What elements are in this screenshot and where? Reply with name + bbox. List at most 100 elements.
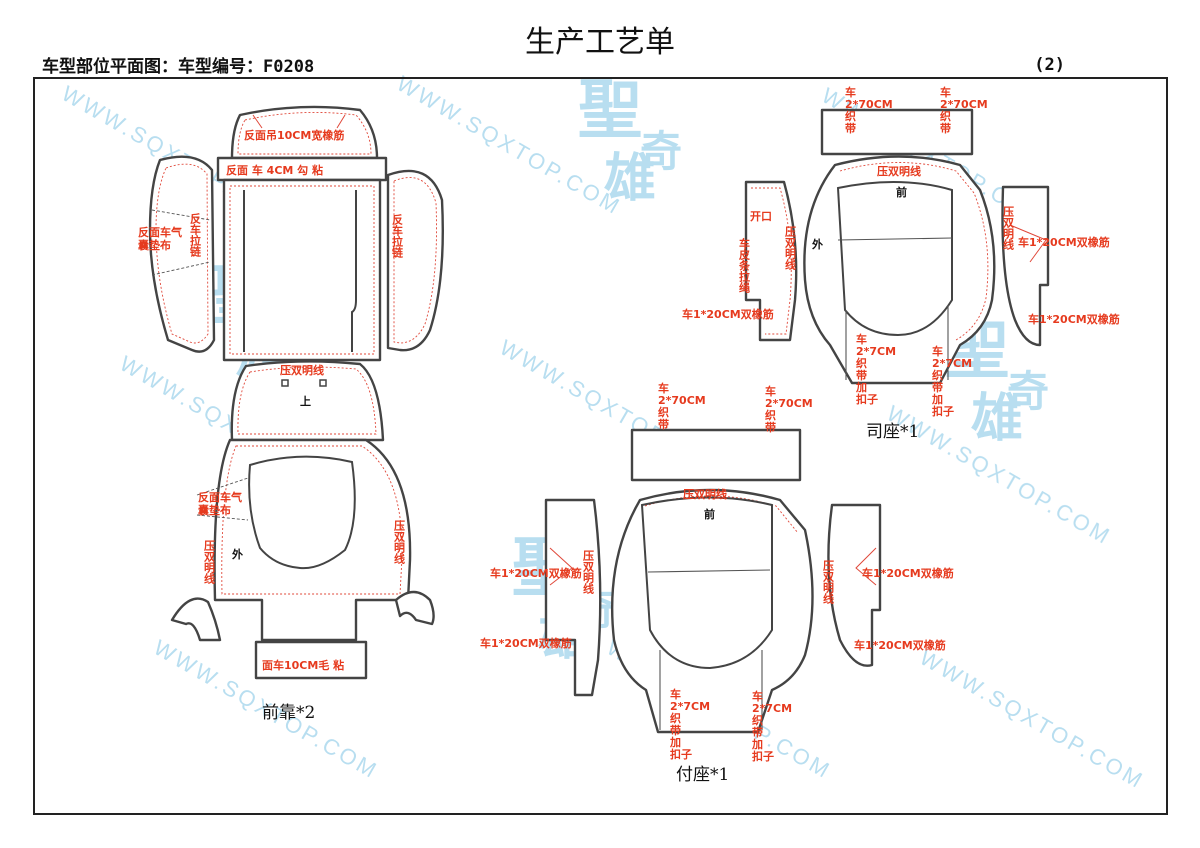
- label-body-front: 前: [704, 507, 715, 521]
- label-right-wing-zip: 反车拉链: [391, 213, 404, 259]
- document-title: 生产工艺单: [525, 25, 675, 60]
- label-left-elastic: 车1*20CM双橡筋: [682, 307, 774, 321]
- document-subtitle: 车型部位平面图：车型编号：F0208: [42, 56, 314, 77]
- top-cap-piece: [230, 105, 379, 160]
- airbag-guide: [196, 477, 249, 521]
- label-strap-left: 车: [658, 381, 669, 395]
- passenger-right-side-piece: [827, 503, 882, 667]
- label-bottom-right: 2*7CM: [752, 702, 792, 715]
- label-right-topstitch: 压双明线: [1002, 205, 1015, 251]
- logo-char: 雄: [971, 388, 1023, 449]
- driver-seat-pattern: [744, 108, 1050, 385]
- label-outer: 外: [811, 237, 823, 251]
- label-lower-left-topstitch: 压双明线: [203, 539, 216, 585]
- label-bottom-right: 带: [932, 380, 943, 394]
- seam-line: [393, 177, 437, 344]
- label-top-cap: 反面吊10CM宽橡筋: [244, 128, 344, 142]
- label-strap-right: 织: [940, 109, 951, 123]
- watermark-text: WWW.SQXTOP.COM: [916, 645, 1149, 794]
- back-panel-piece: [222, 178, 382, 362]
- elastic-mark: [252, 114, 346, 129]
- label-bottom-left: 车: [856, 332, 867, 346]
- logo-char: 奇: [1007, 367, 1049, 416]
- snap-mark: [319, 379, 327, 387]
- label-bottom-left: 带: [670, 723, 681, 737]
- strap-piece: [630, 428, 802, 482]
- label-strap-right: 带: [940, 121, 951, 135]
- label-strap-left: 织: [845, 109, 856, 123]
- right-hook-piece: [394, 590, 435, 626]
- label-bottom-left: 2*7CM: [670, 700, 710, 713]
- label-bottom-left: 加: [855, 380, 867, 394]
- seam-line: [751, 187, 792, 335]
- driver-lower-line: [845, 305, 949, 380]
- label-bottom-right: 加: [931, 392, 943, 406]
- label-bottom-left: 车: [670, 687, 681, 701]
- inner-cushion: [248, 455, 356, 570]
- label-strap-left: 带: [845, 121, 856, 135]
- lower-shell-piece: [213, 438, 412, 642]
- watermark-logo: 聖 奇 雄: [578, 73, 682, 209]
- label-leather-rope: 车皮条拉绳: [738, 237, 752, 294]
- label-left-wing-airbag-2: 囊垫布: [137, 238, 171, 252]
- label-strap-right: 车: [765, 384, 776, 398]
- left-hook-piece: [170, 597, 222, 642]
- label-bottom-right: 车: [752, 689, 763, 703]
- strap-piece: [820, 108, 974, 156]
- label-strap-left: 带: [658, 417, 669, 431]
- label-bottom-strip: 面车10CM毛 粘: [262, 658, 344, 672]
- label-lower-airbag-2: 囊垫布: [197, 503, 231, 517]
- label-lower-right-topstitch: 压双明线: [393, 519, 406, 565]
- label-bottom-right: 2*7CM: [932, 357, 972, 370]
- driver-seat-labels: 车 2*70CM 织 带 车 2*70CM 织 带 压双明线 前 开口 车皮条拉…: [682, 85, 1120, 442]
- passenger-seat-labels: 车 2*70CM 织 带 车 2*70CM 织 带 压双明线 前 压双明线 车1…: [480, 381, 954, 785]
- seam-line: [839, 162, 989, 341]
- label-bottom-left: 织: [856, 356, 867, 370]
- driver-body-piece: [803, 155, 996, 385]
- label-strap-right: 车: [940, 85, 951, 99]
- label-strap-left: 车: [845, 85, 856, 99]
- logo-char: 奇: [640, 127, 682, 176]
- label-strap-left: 织: [658, 405, 669, 419]
- label-bottom-right: 带: [752, 725, 763, 739]
- label-bottom-right: 织: [932, 368, 943, 382]
- label-bottom-left: 带: [856, 368, 867, 382]
- label-strap-left: 2*70CM: [845, 98, 893, 111]
- passenger-seat-pattern: [544, 428, 882, 734]
- label-right-topstitch: 压双明线: [822, 559, 835, 605]
- driver-inner-panel: [836, 180, 953, 337]
- label-left-wing-zip: 反车拉链: [189, 212, 202, 258]
- label-bottom-right: 车: [932, 344, 943, 358]
- logo-char: 雄: [604, 148, 656, 209]
- elastic-mark: [549, 547, 573, 586]
- label-seat-topstitch: 压双明线: [280, 363, 324, 377]
- snap-mark: [281, 379, 289, 387]
- seam-line: [229, 185, 375, 355]
- passenger-lower-line: [659, 650, 763, 730]
- passenger-body-piece: [610, 488, 814, 734]
- seam-line: [155, 163, 209, 344]
- label-bottom-left: 加: [669, 735, 681, 749]
- passenger-left-side-piece: [544, 498, 602, 697]
- label-right-elastic-lower: 车1*20CM双橡筋: [854, 638, 946, 652]
- label-strap-right: 2*70CM: [765, 397, 813, 410]
- label-lower-airbag: 反面车气: [198, 490, 242, 504]
- label-bottom-left: 扣子: [670, 747, 692, 761]
- passenger-inner-panel: [640, 496, 773, 670]
- bottom-strip-piece: [254, 640, 368, 680]
- label-bottom-right: 扣子: [932, 404, 954, 418]
- label-body-topstitch: 压双明线: [877, 164, 921, 178]
- label-left-elastic-lower: 车1*20CM双橡筋: [480, 636, 572, 650]
- label-left-wing-airbag: 反面车气: [138, 225, 182, 239]
- front-backrest-labels: 反面吊10CM宽橡筋 反面 车 4CM 勾 粘 反面车气 囊垫布 反车拉链 反车…: [137, 128, 406, 723]
- label-bottom-left: 扣子: [856, 392, 878, 406]
- label-left-elastic-upper: 车1*20CM双橡筋: [490, 566, 582, 580]
- left-wing-piece: [148, 155, 216, 353]
- label-body-front: 前: [896, 185, 907, 199]
- elastic-mark: [855, 547, 877, 586]
- label-body-topstitch: 压双明线: [683, 487, 727, 501]
- label-strap-right: 2*70CM: [940, 98, 988, 111]
- label-right-elastic-upper: 车1*20CM双橡筋: [1018, 235, 1110, 249]
- label-top-band: 反面 车 4CM 勾 粘: [226, 163, 323, 177]
